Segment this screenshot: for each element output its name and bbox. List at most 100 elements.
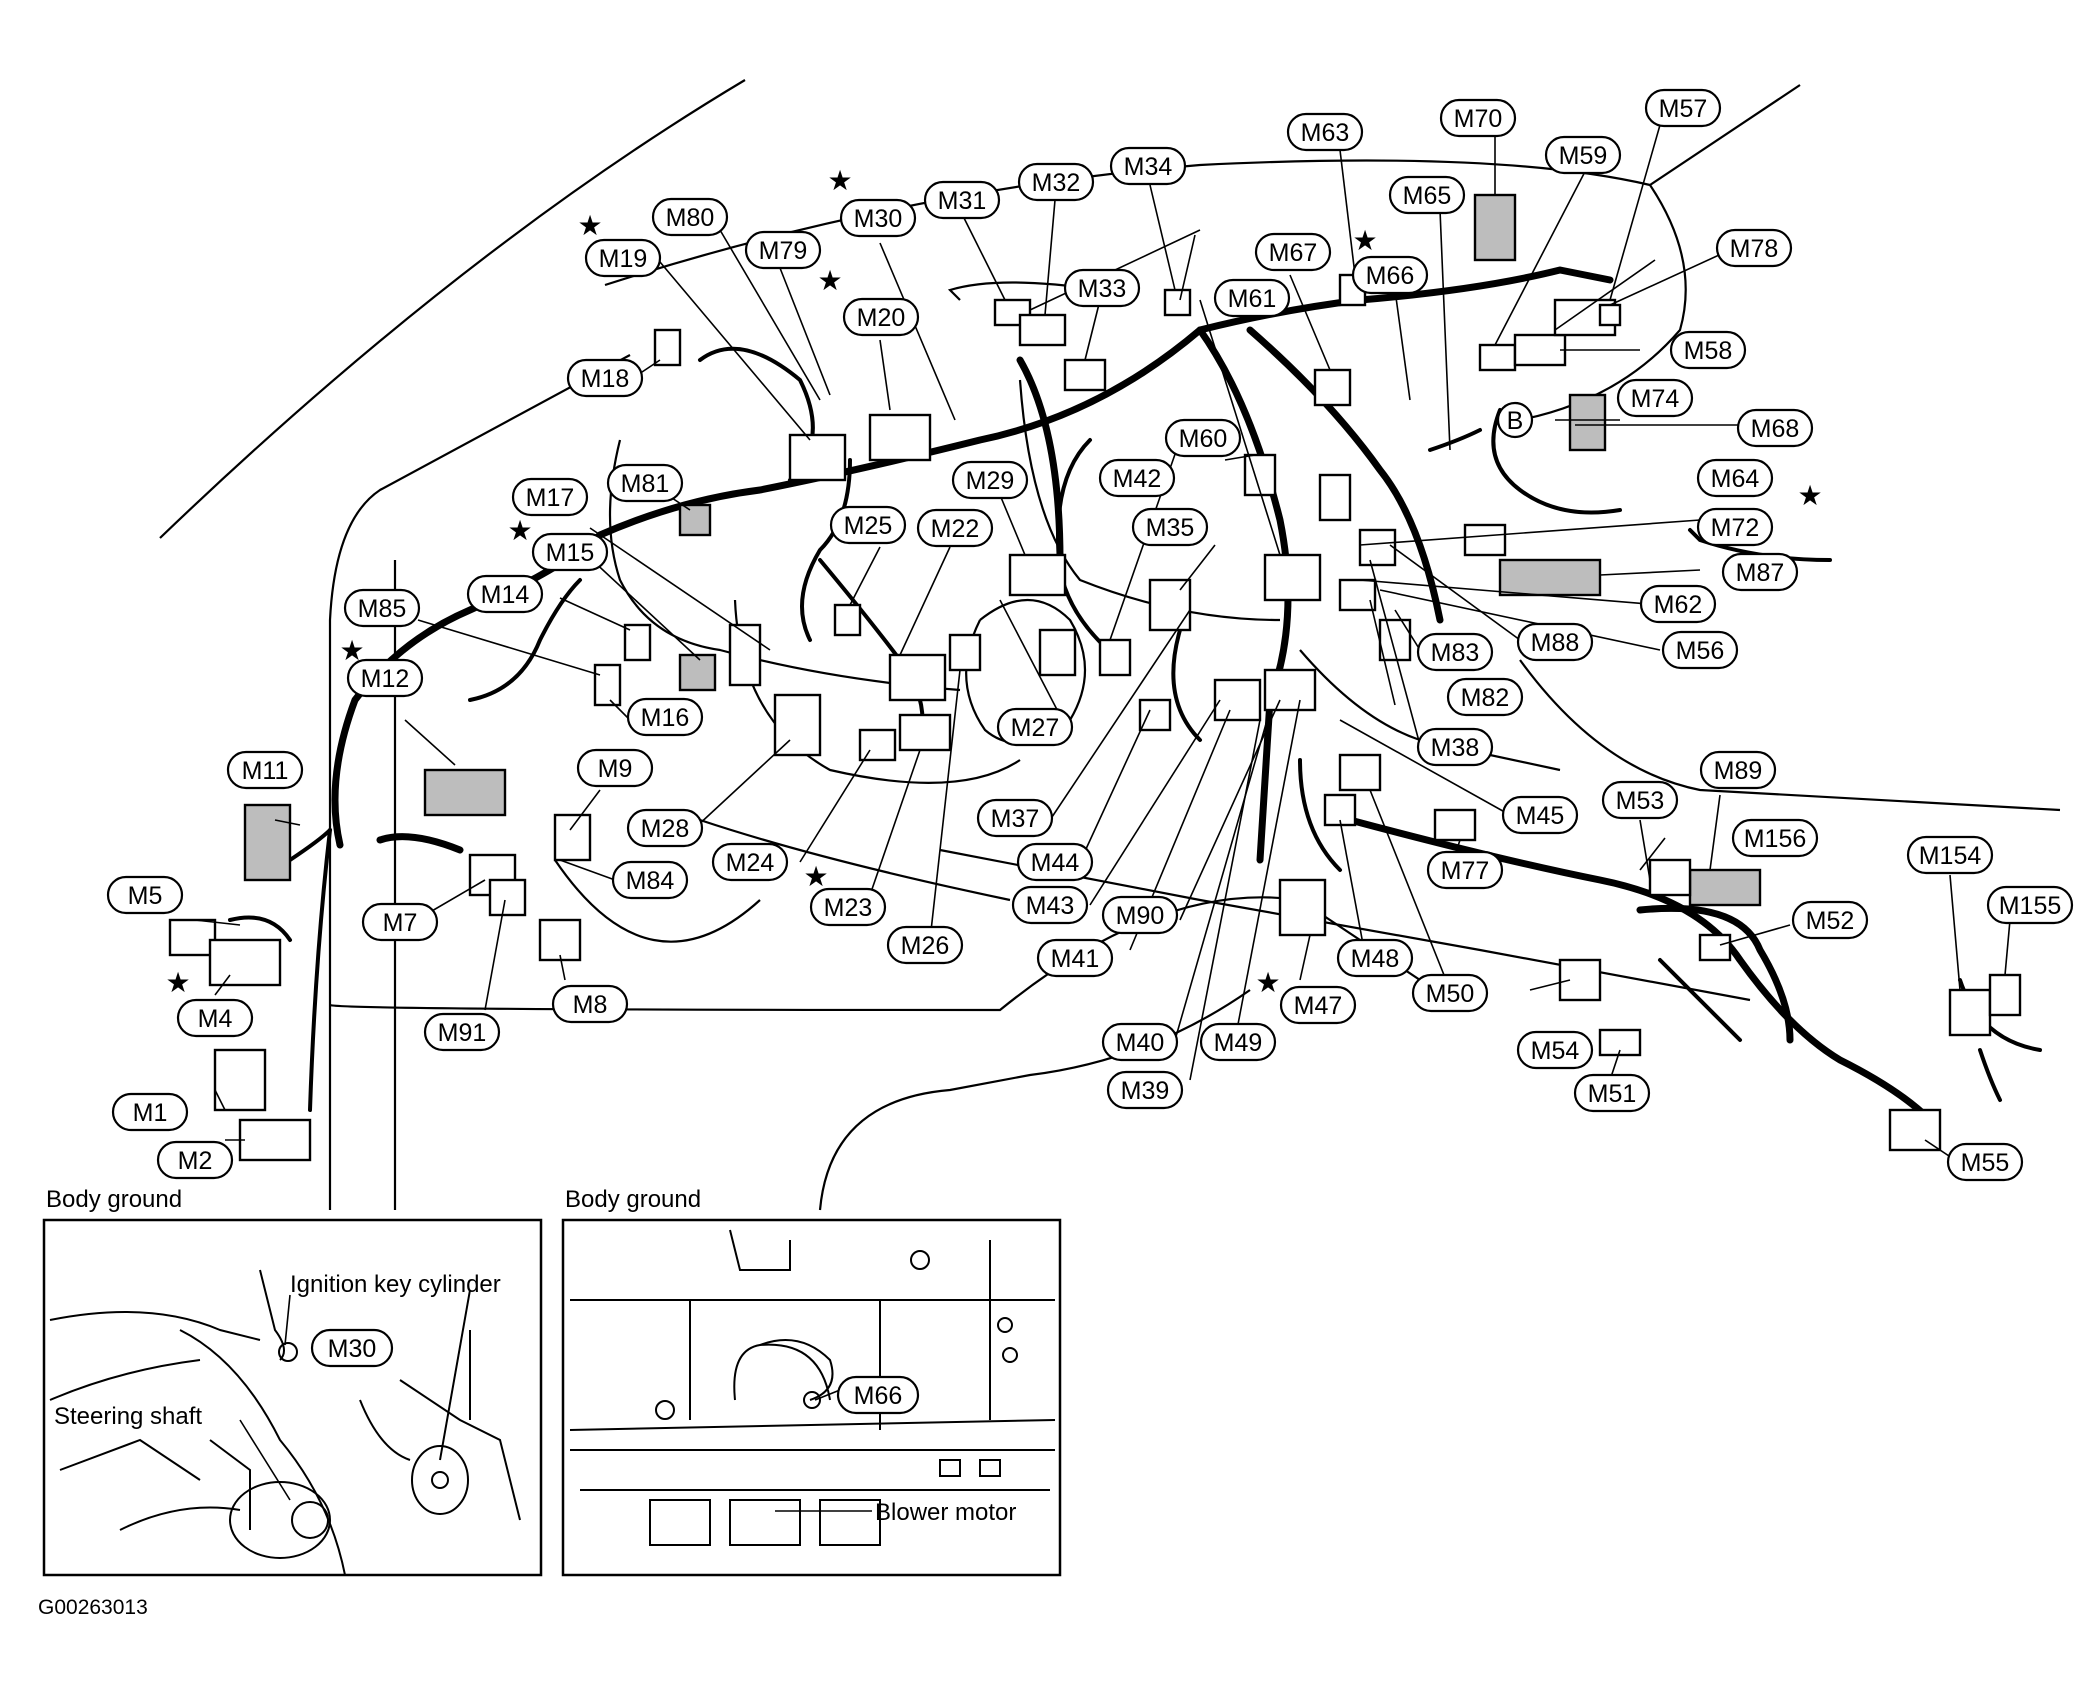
label-box-m34 [1109,146,1187,186]
label-box-m24 [711,842,789,882]
inset-m66-text: M66 [854,1382,903,1410]
label-box-m4 [176,998,254,1038]
label-text-m59: M59 [1559,142,1608,170]
connector-m1 [213,1048,267,1112]
label-text-m5: M5 [128,882,163,910]
connector-label-m59: M59 [1544,135,1622,175]
label-text-m22: M22 [931,515,980,543]
connector-label-m18: M18 [566,358,644,398]
connector-label-m41: M41 [1036,938,1114,978]
label-text-m88: M88 [1531,629,1580,657]
connector-m28 [773,693,822,757]
connector-label-m49: M49 [1199,1022,1277,1062]
label-text-m38: M38 [1431,734,1480,762]
connector-m62 [1338,578,1377,612]
label-box-m68 [1736,408,1814,448]
connector-m8 [538,918,582,962]
connector-m23 [898,713,952,752]
label-text-m80: M80 [666,204,715,232]
label-box-m49 [1199,1022,1277,1062]
label-box-m64 [1696,458,1774,498]
label-text-b: B [1507,407,1524,435]
label-text-m26: M26 [901,932,950,960]
connector-label-m20: M20 [842,297,920,337]
label-text-m156: M156 [1744,825,1807,853]
star-symbol: ★ [577,210,602,241]
label-box-m84 [611,860,689,900]
label-text-m18: M18 [581,365,630,393]
connector-label-m23: M23 [809,887,887,927]
connector-label-m77: M77 [1426,850,1504,890]
connector-label-m154: M154 [1906,835,1994,875]
connector-label-m48: M48 [1336,938,1414,978]
label-box-m22 [916,508,994,548]
label-text-m20: M20 [857,304,906,332]
label-text-m54: M54 [1531,1037,1580,1065]
label-text-m29: M29 [966,467,1015,495]
connector-label-m42: M42 [1098,458,1176,498]
connector-m50 [1338,753,1382,792]
connector-m44 [1138,698,1172,732]
star-symbol: ★ [339,635,364,666]
connector-label-m14: M14 [466,574,544,614]
connector-label-m53: M53 [1601,780,1679,820]
connector-m61 [1263,553,1322,602]
connector-m40 [1263,668,1317,712]
connector-label-m65: M65 [1388,175,1466,215]
connector-label-m58: M58 [1669,330,1747,370]
connector-label-b: B [1496,401,1534,439]
label-text-m154: M154 [1919,842,1982,870]
label-text-m83: M83 [1431,639,1480,667]
label-box-m55 [1946,1142,2024,1182]
label-text-m43: M43 [1026,892,1075,920]
label-text-m50: M50 [1426,980,1475,1008]
label-text-m87: M87 [1736,559,1785,587]
label-text-m24: M24 [726,849,775,877]
connector-m154 [1948,988,1992,1037]
label-box-m156 [1731,818,1819,858]
connector-label-m24: M24 [711,842,789,882]
inset-2-artwork [569,1229,1056,1546]
connector-label-m2: M2 [156,1140,234,1180]
label-text-m31: M31 [938,187,987,215]
label-box-m48 [1336,938,1414,978]
connector-label-m60: M60 [1164,418,1242,458]
label-text-m89: M89 [1714,757,1763,785]
connector-m29 [1008,553,1067,597]
label-text-m155: M155 [1999,892,2062,920]
connector-m17 [728,623,762,687]
label-text-m85: M85 [358,595,407,623]
label-text-m45: M45 [1516,802,1565,830]
label-box-m78 [1715,228,1793,268]
label-box-m2 [156,1140,234,1180]
label-text-m91: M91 [438,1019,487,1047]
label-circle-b [1496,401,1534,439]
connector-m64 [1358,528,1397,567]
connector-m27 [1038,628,1077,677]
label-text-m60: M60 [1179,425,1228,453]
label-text-m70: M70 [1454,105,1503,133]
connector-label-m62: M62 [1639,584,1717,624]
connector-label-m4: M4 [176,998,254,1038]
label-text-m67: M67 [1269,239,1318,267]
label-text-m55: M55 [1961,1149,2010,1177]
connector-label-m85: M85 [343,588,421,628]
label-box-m5 [106,875,184,915]
label-text-m44: M44 [1031,849,1080,877]
label-box-m16 [626,697,704,737]
label-text-m11: M11 [242,757,289,785]
label-text-m53: M53 [1616,787,1665,815]
connector-m89 [1688,868,1762,907]
connector-label-m27: M27 [996,707,1074,747]
connector-label-m37: M37 [976,798,1054,838]
label-box-m9 [576,748,654,788]
label-text-m15: M15 [546,539,595,567]
connector-m34 [1163,288,1192,317]
connector-label-m84: M84 [611,860,689,900]
figure-id: G00263013 [38,1596,148,1619]
connector-m67 [1313,368,1352,407]
connector-label-m63: M63 [1286,112,1364,152]
label-box-m20 [842,297,920,337]
connector-m41 [1213,678,1262,722]
label-box-m37 [976,798,1054,838]
